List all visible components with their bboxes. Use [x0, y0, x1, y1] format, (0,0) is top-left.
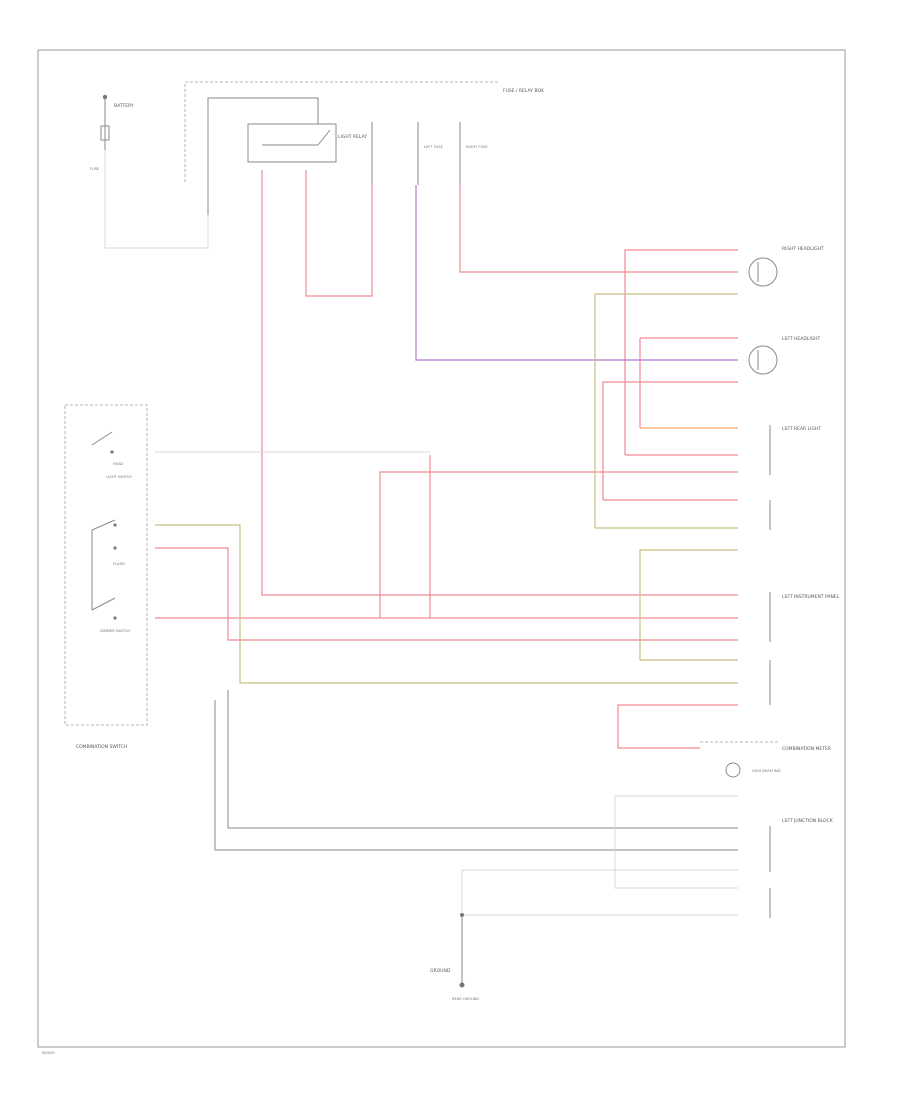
- right-headlight: RIGHT HEADLIGHT: [748, 246, 824, 287]
- battery-fuse-label: FUSE: [90, 167, 100, 171]
- ground-point: GROUND REAR GROUND: [430, 960, 479, 1001]
- green-wires: [155, 293, 738, 684]
- fuse-box-label: FUSE / RELAY BOX: [503, 88, 544, 94]
- switch-section-3: DIMMER SWITCH: [100, 629, 130, 633]
- light-relay: [247, 123, 337, 163]
- relay-label: LIGHT RELAY: [338, 134, 367, 140]
- diagram-frame: [37, 49, 846, 1048]
- left-headlight: LEFT HEADLIGHT: [748, 336, 821, 375]
- right-headlight-label: RIGHT HEADLIGHT: [782, 246, 824, 252]
- ground-label: GROUND: [430, 968, 451, 974]
- combination-meter-label: COMBINATION METER: [782, 746, 831, 752]
- battery-label: BATTERY: [114, 103, 134, 109]
- rear-connector-label: LEFT JUNCTION BLOCK: [782, 818, 834, 824]
- high-beam-indicator-label: HIGH BEAM IND.: [752, 769, 782, 773]
- combination-switch: HEAD LIGHT SWITCH FLASH DIMMER SWITCH CO…: [64, 404, 148, 750]
- combination-switch-label: COMBINATION SWITCH: [76, 744, 127, 750]
- switch-section-0: HEAD: [113, 462, 123, 466]
- switch-section-2: FLASH: [113, 562, 125, 566]
- right-fuse-label: RIGHT FUSE: [466, 145, 488, 149]
- red-wires: [155, 170, 738, 749]
- purple-wire: [415, 185, 738, 361]
- left-lamp-label: LEFT REAR LIGHT: [782, 426, 821, 432]
- left-fuse-label: LEFT FUSE: [424, 145, 444, 149]
- switch-section-1: LIGHT SWITCH: [106, 475, 132, 479]
- instrument-panel: LEFT INSTRUMENT PANEL: [769, 592, 840, 705]
- left-rear-light: LEFT REAR LIGHT: [769, 425, 821, 530]
- bottom-connector-label: REAR GROUND: [452, 997, 479, 1001]
- black-wires: [155, 451, 738, 960]
- combination-meter: COMBINATION METER HIGH BEAM IND.: [700, 741, 831, 778]
- battery-group: BATTERY FUSE: [90, 94, 209, 249]
- footer-code: W0000: [42, 1051, 55, 1055]
- instrument-panel-label: LEFT INSTRUMENT PANEL: [782, 594, 840, 600]
- left-headlight-label: LEFT HEADLIGHT: [782, 336, 821, 342]
- fuse-relay-box: FUSE / RELAY BOX LIGHT RELAY LEFT FUSE R…: [184, 81, 544, 215]
- rear-junction-block: LEFT JUNCTION BLOCK: [769, 818, 834, 918]
